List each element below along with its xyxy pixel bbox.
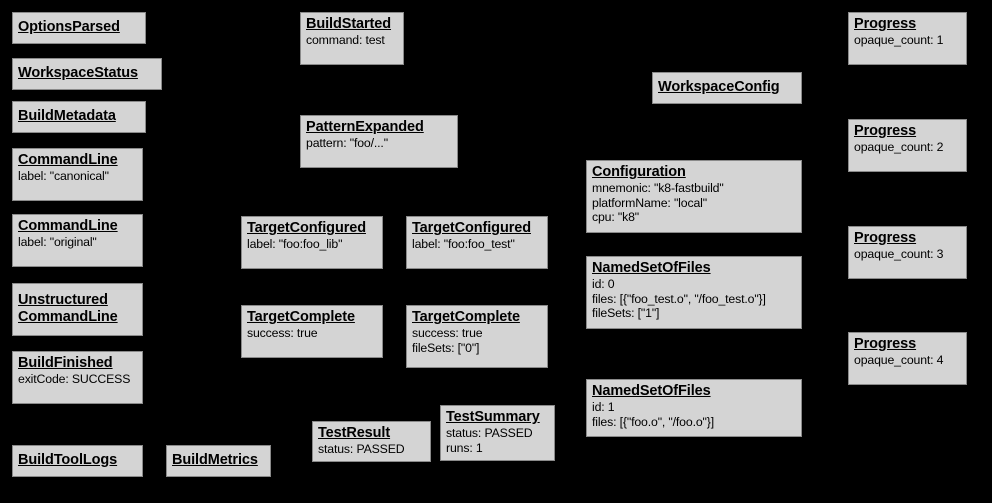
node-title: BuildToolLogs bbox=[18, 451, 118, 468]
node-unstructured-command-line[interactable]: Unstructured CommandLine bbox=[12, 283, 143, 336]
node-field: success: true bbox=[412, 326, 483, 341]
node-field: pattern: "foo/..." bbox=[306, 136, 388, 151]
node-field: label: "foo:foo_lib" bbox=[247, 237, 343, 252]
node-title: Configuration bbox=[592, 164, 686, 180]
node-title: TargetComplete bbox=[247, 309, 355, 325]
node-build-tool-logs[interactable]: BuildToolLogs bbox=[12, 445, 143, 477]
node-field: fileSets: ["0"] bbox=[412, 340, 480, 355]
node-title: BuildMetrics bbox=[172, 451, 258, 468]
node-title: PatternExpanded bbox=[306, 119, 424, 135]
node-field: platformName: "local" bbox=[592, 195, 707, 210]
node-field: exitCode: SUCCESS bbox=[18, 372, 131, 387]
node-field: status: PASSED bbox=[318, 442, 405, 457]
node-title: TargetComplete bbox=[412, 309, 520, 325]
node-field: opaque_count: 3 bbox=[854, 247, 944, 262]
node-field: fileSets: ["1"] bbox=[592, 306, 660, 321]
node-field: opaque_count: 1 bbox=[854, 33, 944, 48]
node-title: WorkspaceConfig bbox=[658, 78, 780, 95]
node-title: BuildFinished bbox=[18, 355, 113, 371]
node-workspace-status[interactable]: WorkspaceStatus bbox=[12, 58, 162, 90]
node-title: OptionsParsed bbox=[18, 18, 120, 35]
node-field: command: test bbox=[306, 33, 385, 48]
node-title: Progress bbox=[854, 230, 917, 246]
node-title: NamedSetOfFiles bbox=[592, 260, 711, 276]
node-title: TargetConfigured bbox=[412, 220, 531, 236]
node-field: files: [{"foo_test.o", "/foo_test.o"}] bbox=[592, 291, 766, 306]
node-field: success: true bbox=[247, 326, 318, 341]
node-workspace-config[interactable]: WorkspaceConfig bbox=[652, 72, 802, 104]
node-build-metadata[interactable]: BuildMetadata bbox=[12, 101, 146, 133]
node-field: mnemonic: "k8-fastbuild" bbox=[592, 181, 724, 196]
node-title: Progress bbox=[854, 336, 917, 352]
node-field: opaque_count: 2 bbox=[854, 140, 944, 155]
node-title: Progress bbox=[854, 123, 917, 139]
node-title: Progress bbox=[854, 16, 917, 32]
node-title: Unstructured CommandLine bbox=[18, 291, 118, 325]
node-field: label: "original" bbox=[18, 235, 97, 250]
node-title: NamedSetOfFiles bbox=[592, 383, 711, 399]
node-title: CommandLine bbox=[18, 218, 118, 234]
node-field: runs: 1 bbox=[446, 440, 483, 455]
node-field: opaque_count: 4 bbox=[854, 353, 944, 368]
node-field: id: 1 bbox=[592, 400, 615, 415]
node-title: CommandLine bbox=[18, 152, 118, 168]
node-field: cpu: "k8" bbox=[592, 210, 640, 225]
node-title: BuildStarted bbox=[306, 16, 392, 32]
node-title: TestResult bbox=[318, 425, 391, 441]
node-field: label: "foo:foo_test" bbox=[412, 237, 515, 252]
node-options-parsed[interactable]: OptionsParsed bbox=[12, 12, 146, 44]
node-title: WorkspaceStatus bbox=[18, 64, 138, 81]
node-field: id: 0 bbox=[592, 277, 615, 292]
node-title: TargetConfigured bbox=[247, 220, 366, 236]
node-build-metrics[interactable]: BuildMetrics bbox=[166, 445, 271, 477]
node-field: files: [{"foo.o", "/foo.o"}] bbox=[592, 414, 714, 429]
node-title: BuildMetadata bbox=[18, 107, 116, 124]
node-title: TestSummary bbox=[446, 409, 540, 425]
node-field: label: "canonical" bbox=[18, 169, 109, 184]
node-field: status: PASSED bbox=[446, 426, 533, 441]
